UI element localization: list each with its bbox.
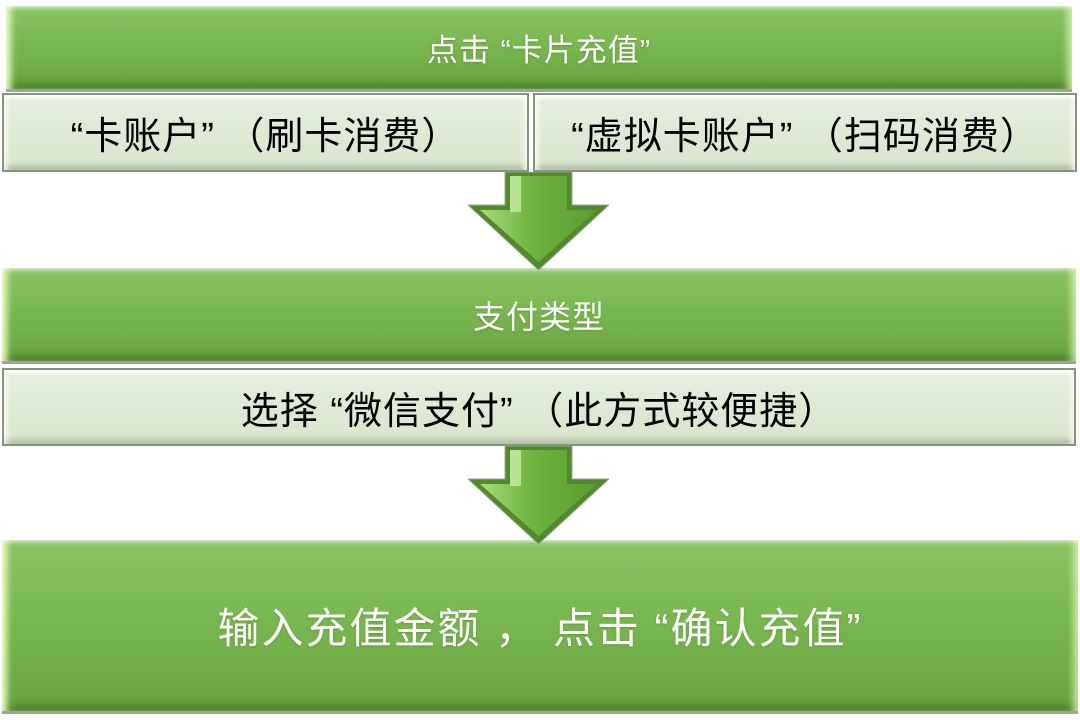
step2-header-bar: 支付类型 [2, 268, 1076, 364]
card-account-option-box: “卡账户” （刷卡消费） [2, 93, 529, 172]
step3-action-box: 输入充值金额 ， 点击 “确认充值” [2, 540, 1078, 714]
virtual-card-account-option-box: “虚拟卡账户” （扫码消费） [533, 93, 1077, 172]
down-arrow-icon [468, 446, 609, 544]
step1-header-bar: 点击 “卡片充值” [6, 6, 1072, 92]
step2-header-label: 支付类型 [472, 298, 605, 335]
virtual-card-account-option-label: “虚拟卡账户” （扫码消费） [571, 116, 1039, 158]
card-account-option-label: “卡账户” （刷卡消费） [70, 116, 461, 158]
wechat-pay-option-box: 选择 “微信支付” （此方式较便捷） [2, 368, 1076, 446]
step1-header-label: 点击 “卡片充值” [426, 33, 652, 68]
down-arrow-icon [468, 172, 609, 270]
wechat-pay-option-label: 选择 “微信支付” （此方式较便捷） [240, 390, 838, 433]
step3-action-label: 输入充值金额 ， 点击 “确认充值” [217, 605, 863, 652]
